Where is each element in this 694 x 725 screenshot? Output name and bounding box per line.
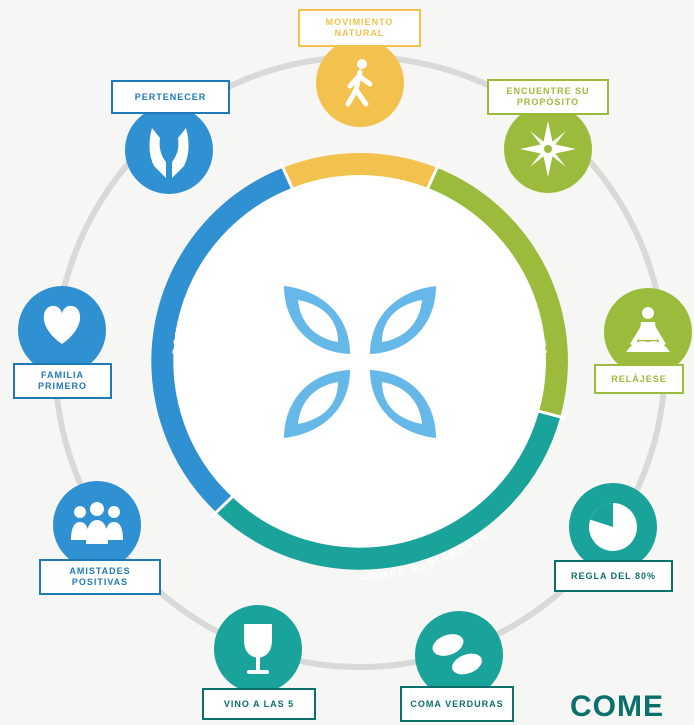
node-regla-del-80 [569, 483, 657, 571]
node-pertenecer [125, 106, 213, 194]
node-label-coma-verduras: COMA VERDURAS [400, 686, 514, 722]
walking-person-icon [345, 59, 373, 107]
wine-glass-icon [244, 624, 272, 674]
ring-segment-perspectiva-correcta [428, 167, 568, 418]
node-label-encuentre-su-proposito: ENCUENTRE SU PROPÓSITO [487, 79, 609, 115]
node-label-relajese: RELÁJESE [594, 364, 684, 394]
ring-segment-conectar [151, 167, 292, 513]
compass-star-icon [520, 121, 576, 177]
node-label-pertenecer: PERTENECER [111, 80, 230, 114]
node-label-familia-primero: FAMILIA PRIMERO [13, 363, 112, 399]
people-group-icon [71, 502, 123, 544]
ring-segment-comer-sabiamente [216, 411, 561, 570]
ring-dividers [210, 161, 567, 518]
node-familia-primero [18, 286, 106, 374]
node-vino-a-las-5 [214, 605, 302, 693]
node-relajese [604, 288, 692, 376]
node-label-amistades-positivas: AMISTADES POSITIVAS [39, 559, 161, 595]
heart-icon [43, 305, 81, 344]
node-label-movimiento-natural: MOVIMIENTO NATURAL [298, 9, 421, 47]
node-label-regla-del-80: REGLA DEL 80% [554, 560, 673, 592]
node-movimiento-natural [316, 39, 404, 127]
center-logo [284, 286, 436, 438]
inner-white-disc [155, 157, 565, 567]
beans-icon [432, 634, 485, 678]
node-label-vino-a-las-5: VINO A LAS 5 [202, 688, 316, 720]
ring-segment-actividad [283, 153, 437, 189]
praying-hands-icon [149, 128, 189, 178]
footer-heading: COME [570, 690, 664, 723]
pie-80-icon [589, 503, 637, 551]
node-amistades-positivas [53, 481, 141, 569]
ring-label-actividad: ACTIVIDAD [320, 210, 397, 226]
node-encuentre-su-proposito [504, 105, 592, 193]
meditation-icon [626, 307, 670, 352]
node-coma-verduras [415, 611, 503, 699]
svg-text:ACTIVIDAD: ACTIVIDAD [320, 210, 400, 226]
